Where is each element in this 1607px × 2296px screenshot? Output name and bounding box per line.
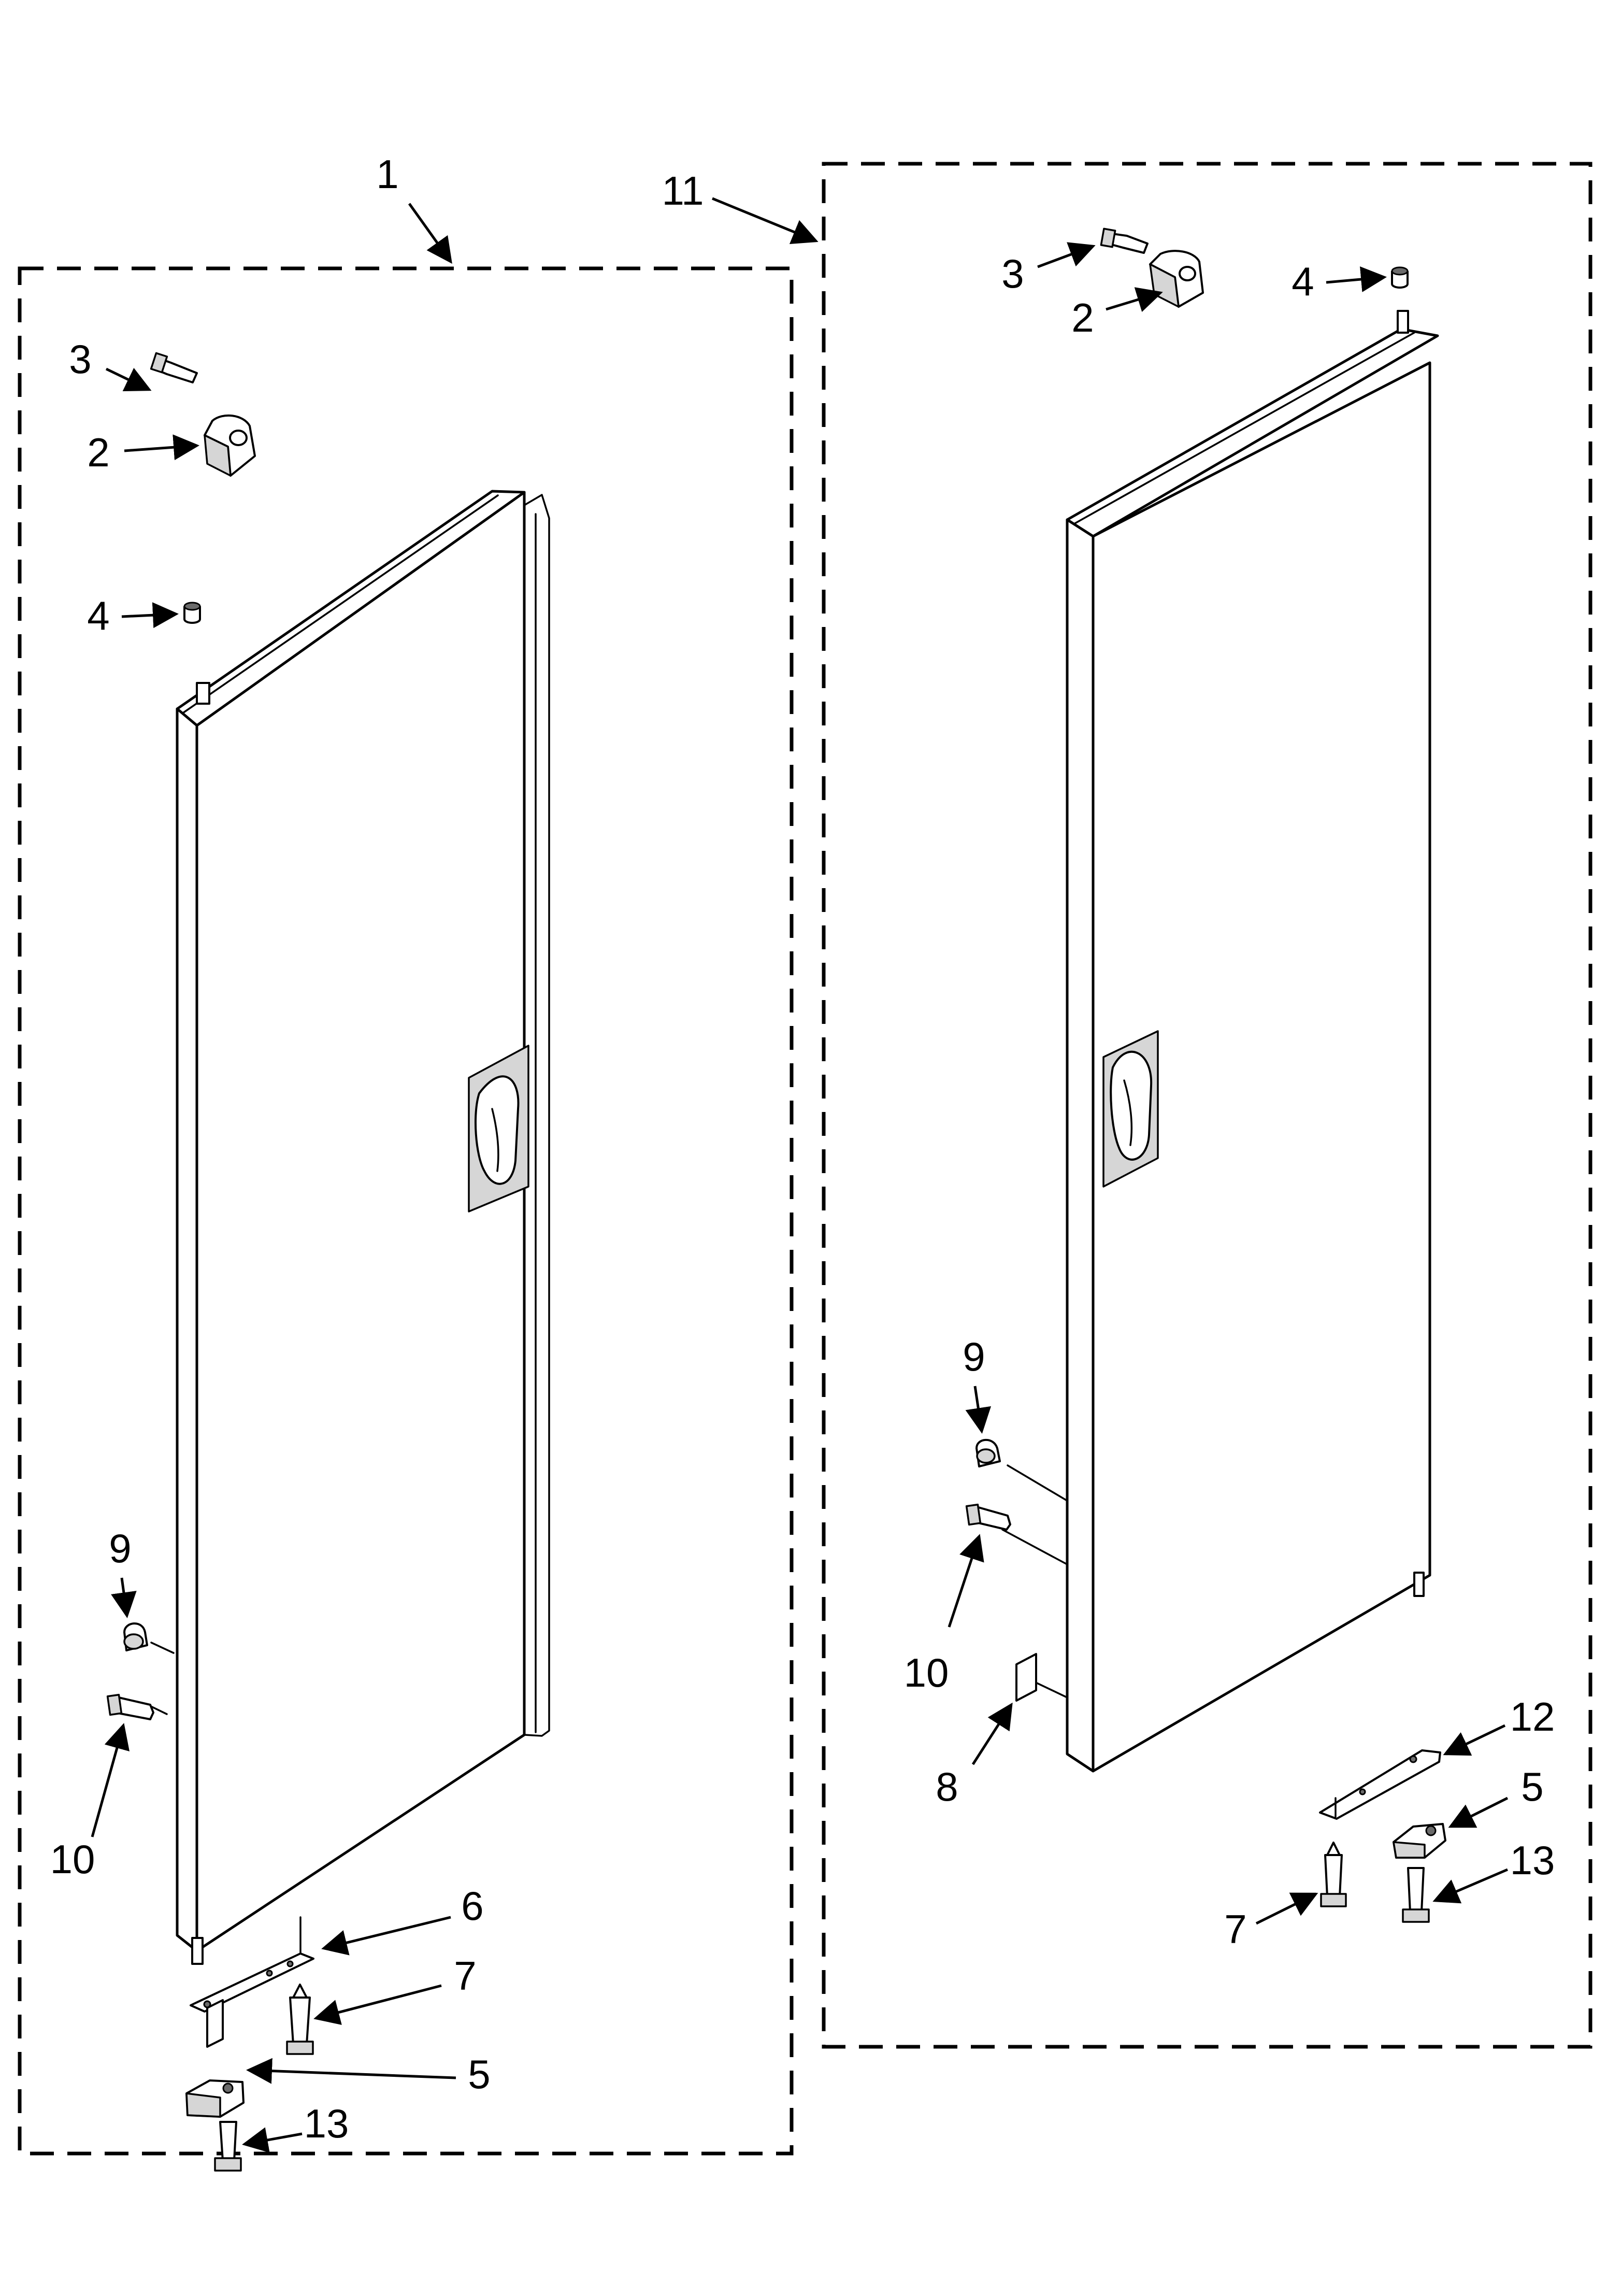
right-door-top-pin [1397,310,1409,334]
right-door [1001,310,1439,1773]
left-part-9-plug [123,1622,148,1651]
right-door-bottom-pin [1413,1572,1425,1597]
left-door-handle [468,1045,529,1213]
right-leader-9 [965,1386,992,1434]
right-door-fixing-line-8 [1032,1680,1067,1698]
left-callout-5: 5 [468,2051,490,2097]
right-part-3-screw [1100,227,1149,254]
left-callout-2: 2 [87,430,109,475]
left-part-4-bushing [183,602,201,624]
left-assembly-label: 1 [376,151,398,197]
right-leader-12 [1443,1724,1506,1756]
right-door-fixing-line-9 [1007,1464,1067,1501]
left-door-assembly: 1 3 [18,151,794,2172]
right-callout-7: 7 [1224,1906,1246,1952]
left-leader-5 [246,2058,456,2084]
left-part-2-hinge-cover [204,414,256,477]
left-leader-10 [91,1723,130,1837]
left-door-top-edge-line [182,494,499,714]
left-leader-4 [121,602,179,629]
right-part-7-screw [1320,1842,1347,1907]
left-door-bottom-pin [191,1937,204,1965]
left-leader-9 [111,1577,137,1618]
left-door-gasket [523,494,550,1737]
right-callout-13: 13 [1510,1837,1555,1883]
right-leader-3 [1037,242,1096,268]
left-leader-6 [321,1916,451,1956]
left-callout-13: 13 [304,2101,349,2146]
left-assembly-boundary [18,266,794,2156]
right-leader-5 [1448,1796,1509,1828]
right-leader-10 [948,1534,984,1628]
left-door-front-face [195,491,526,1952]
right-callout-10: 10 [904,1650,949,1695]
left-part-10-screw [106,1693,154,1720]
right-callout-9: 9 [963,1334,985,1379]
right-part-4-bushing [1391,266,1409,289]
right-leader-7 [1255,1892,1318,1925]
left-callout-9: 9 [109,1525,131,1571]
right-door-handle [1102,1030,1159,1188]
right-door-assembly: 11 3 [662,162,1592,2049]
right-leader-13 [1432,1868,1508,1904]
right-door-side-edge [1066,518,1095,1773]
right-part-8-block [1015,1653,1037,1702]
right-part-12-hinge-plate [1319,1749,1441,1820]
right-leader-8 [971,1702,1013,1765]
left-leader-7 [313,1984,442,2025]
left-door-side-edge [176,707,198,1952]
left-door-top-pin [196,682,210,705]
right-callout-12: 12 [1510,1694,1555,1739]
left-part-13-screw [214,2121,242,2172]
right-leader-4 [1326,266,1387,292]
left-door-fixing-line-9 [150,1642,175,1654]
left-leader-3 [105,367,152,391]
left-callout-10: 10 [50,1836,95,1882]
left-part-6-hinge-plate [190,1916,314,2048]
left-callout-4: 4 [87,593,109,638]
right-part-5-hinge-bracket [1393,1823,1446,1859]
left-assembly-leader [408,203,452,264]
right-assembly-boundary [822,162,1592,2049]
right-leader-2 [1106,287,1163,312]
right-part-2-hinge-cover [1149,250,1204,308]
right-part-9-plug [975,1438,1001,1467]
right-callout-8: 8 [936,1764,958,1809]
right-assembly-label: 11 [662,168,704,213]
left-leader-2 [124,434,199,461]
right-door-fixing-line-10 [1001,1529,1067,1565]
left-part-7-screw [286,1984,314,2055]
right-callout-2: 2 [1071,295,1094,340]
right-door-top-edge-line [1074,332,1415,524]
left-door [147,490,550,1965]
right-part-13-screw [1402,1867,1430,1923]
left-callout-7: 7 [454,1953,476,1999]
right-assembly-leader [712,197,819,245]
right-callout-3: 3 [1001,251,1024,296]
left-callout-3: 3 [69,336,91,382]
right-callout-5: 5 [1521,1764,1543,1809]
right-callout-4: 4 [1292,259,1314,304]
left-leader-13 [242,2127,303,2153]
left-callout-6: 6 [461,1883,483,1929]
right-part-10-screw [965,1503,1011,1531]
left-part-5-hinge-bracket [185,2079,245,2118]
left-part-3-screw [150,352,198,383]
